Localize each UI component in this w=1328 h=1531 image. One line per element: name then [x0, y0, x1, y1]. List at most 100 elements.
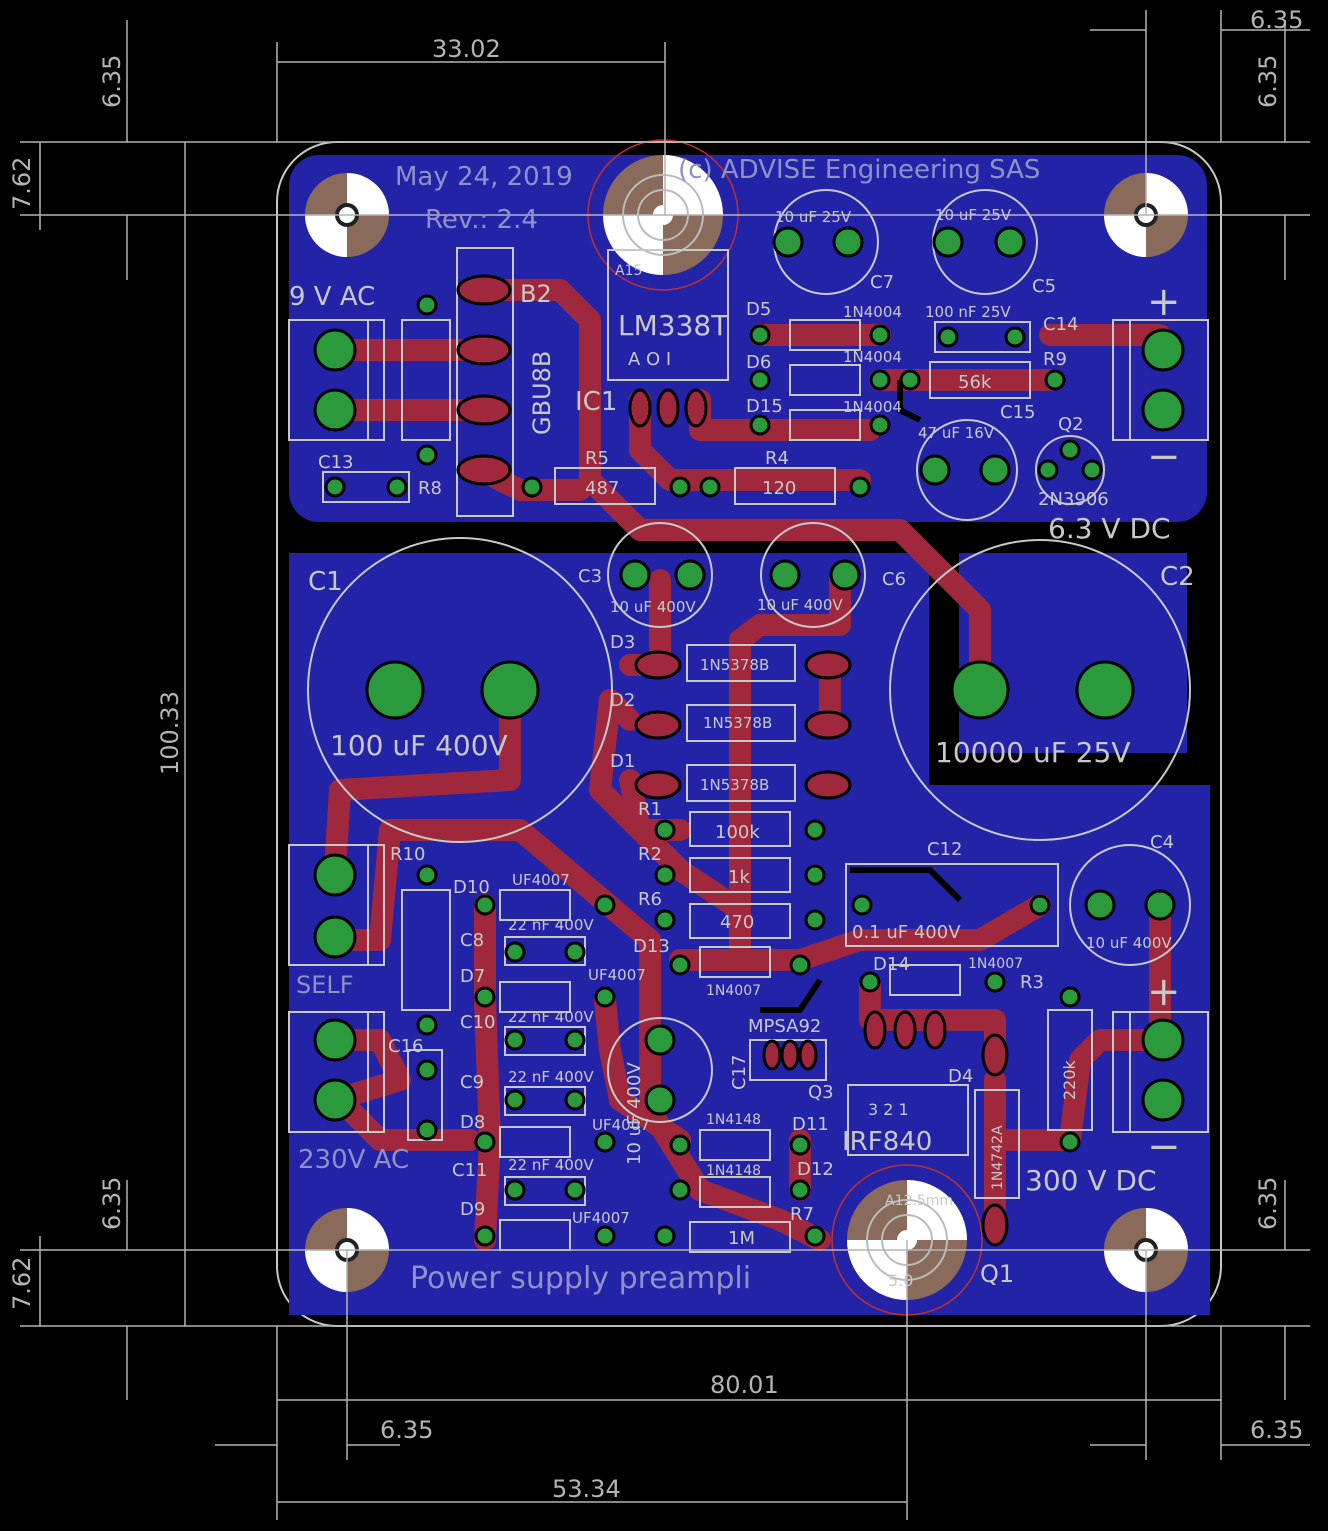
label-d5: D5 — [746, 299, 771, 320]
label-d4-val: 1N4742A — [990, 1125, 1006, 1190]
label-r5: R5 — [585, 448, 609, 469]
label-c4-val: 10 uF 400V — [1086, 934, 1172, 952]
label-r10: R10 — [390, 844, 425, 865]
label-c12: C12 — [927, 839, 962, 860]
label-d8-val: UF4007 — [592, 1116, 650, 1134]
label-c1: C1 — [308, 567, 343, 597]
label-c3: C3 — [578, 566, 602, 587]
label-q3-val: MPSA92 — [748, 1016, 821, 1037]
label-r1-val: 100k — [715, 822, 760, 843]
label-ic1-pins: A O I — [628, 349, 671, 370]
copyright-label: (c) ADVISE Engineering SAS — [678, 155, 1040, 185]
dimension-labels: 33.02 6.35 6.35 6.35 7.62 100.33 6.35 7.… — [8, 6, 1303, 1503]
label-r3: R3 — [1020, 972, 1044, 993]
dim-top-width: 33.02 — [432, 35, 501, 63]
label-d7: D7 — [460, 966, 485, 987]
silkscreen-outlines — [288, 189, 1209, 1253]
label-q2: Q2 — [1058, 414, 1084, 435]
label-d3: D3 — [610, 632, 635, 653]
label-d3-val: 1N5378B — [700, 776, 769, 794]
label-r8: R8 — [418, 478, 442, 499]
label-c15-val: 47 uF 16V — [918, 424, 995, 442]
label-d1: D1 — [610, 751, 635, 772]
connector-self: SELF — [296, 971, 354, 999]
connector-63vdc: 6.3 V DC — [1048, 512, 1171, 545]
label-c16: C16 — [388, 1036, 423, 1057]
label-d5-val: 1N4004 — [843, 303, 902, 321]
label-c2-val: 10000 uF 25V — [935, 736, 1131, 769]
label-r3-val: 220k — [1060, 1059, 1079, 1100]
label-c12-val: 0.1 uF 400V — [852, 922, 961, 943]
label-c11-val: 22 nF 400V — [508, 1156, 594, 1174]
pads — [313, 226, 1185, 1247]
label-d14-val: 1N4007 — [968, 956, 1023, 972]
label-d10: D10 — [453, 877, 490, 898]
label-a12b: 5.0 — [888, 1271, 913, 1290]
dim-total-width: 80.01 — [710, 1371, 779, 1399]
dimension-lines — [20, 10, 1310, 1520]
label-c13: C13 — [318, 452, 353, 473]
label-r2: R2 — [638, 844, 662, 865]
label-c1-val: 100 uF 400V — [330, 729, 508, 762]
bottom-traces — [760, 380, 963, 1013]
label-q3: Q3 — [808, 1082, 834, 1103]
label-c9: C9 — [460, 1072, 484, 1093]
label-d7-val: UF4007 — [588, 966, 646, 984]
plus-top: + — [1147, 279, 1181, 325]
label-c14-val: 100 nF 25V — [925, 303, 1011, 321]
label-c7-val: 10 uF 25V — [775, 208, 852, 226]
label-d15: D15 — [746, 396, 783, 417]
mounting-holes — [305, 139, 1188, 1316]
dim-bottom-left-hole-y: 7.62 — [8, 1257, 36, 1310]
label-d9-val: UF4007 — [572, 1209, 630, 1227]
label-c8: C8 — [460, 930, 484, 951]
label-d13-val: 1N4007 — [706, 983, 761, 999]
label-d9: D9 — [460, 1199, 485, 1220]
label-c17-val: 10 uF 400V — [624, 1062, 645, 1165]
label-c2: C2 — [1160, 562, 1195, 592]
dim-bottom-left-offset: 6.35 — [98, 1177, 126, 1230]
label-d2-val: 1N5378B — [703, 714, 772, 732]
connector-300vdc: 300 V DC — [1025, 1164, 1157, 1197]
label-q1: Q1 — [980, 1260, 1014, 1288]
label-r9: R9 — [1043, 349, 1067, 370]
revision-label: Rev.: 2.4 — [425, 205, 538, 235]
label-r5-val: 487 — [585, 478, 619, 499]
label-c14: C14 — [1043, 314, 1078, 335]
label-c3-val: 10 uF 400V — [610, 598, 696, 616]
label-r7: R7 — [790, 1204, 814, 1225]
minus-top: − — [1147, 434, 1181, 480]
label-a15: A15 — [615, 263, 642, 279]
label-r6-val: 470 — [720, 912, 754, 933]
label-d13: D13 — [633, 936, 670, 957]
label-d11-val: 1N4148 — [706, 1112, 761, 1128]
dim-height: 100.33 — [156, 691, 184, 775]
label-r7-val: 1M — [728, 1228, 755, 1249]
label-c6: C6 — [882, 569, 906, 590]
label-c7: C7 — [870, 272, 894, 293]
label-d4: D4 — [948, 1066, 973, 1087]
label-c9-val: 22 nF 400V — [508, 1068, 594, 1086]
label-ic1: IC1 — [575, 387, 617, 417]
dim-top-right-a: 6.35 — [1250, 6, 1303, 34]
label-d6: D6 — [746, 352, 771, 373]
label-b2: B2 — [520, 280, 552, 308]
label-q1-val: IRF840 — [842, 1127, 932, 1157]
label-d2: D2 — [610, 690, 635, 711]
dim-bottom-offset-right: 6.35 — [1250, 1416, 1303, 1444]
label-d15-val: 1N4004 — [843, 398, 902, 416]
dim-bottom-offset-left: 6.35 — [380, 1416, 433, 1444]
label-c4: C4 — [1150, 832, 1174, 853]
label-d8: D8 — [460, 1112, 485, 1133]
label-c10: C10 — [460, 1012, 495, 1033]
plus-bottom: + — [1147, 969, 1181, 1015]
label-c8-val: 22 nF 400V — [508, 916, 594, 934]
label-d11: D11 — [792, 1114, 829, 1135]
label-c5-val: 10 uF 25V — [935, 206, 1012, 224]
label-a12: A12.5mm — [885, 1193, 953, 1209]
label-d1-val: 1N5378B — [700, 656, 769, 674]
silkscreen-text: May 24, 2019 Rev.: 2.4 (c) ADVISE Engine… — [289, 155, 1195, 1296]
label-q1-pins: 3 2 1 — [868, 1100, 909, 1119]
label-d10-val: UF4007 — [512, 871, 570, 889]
